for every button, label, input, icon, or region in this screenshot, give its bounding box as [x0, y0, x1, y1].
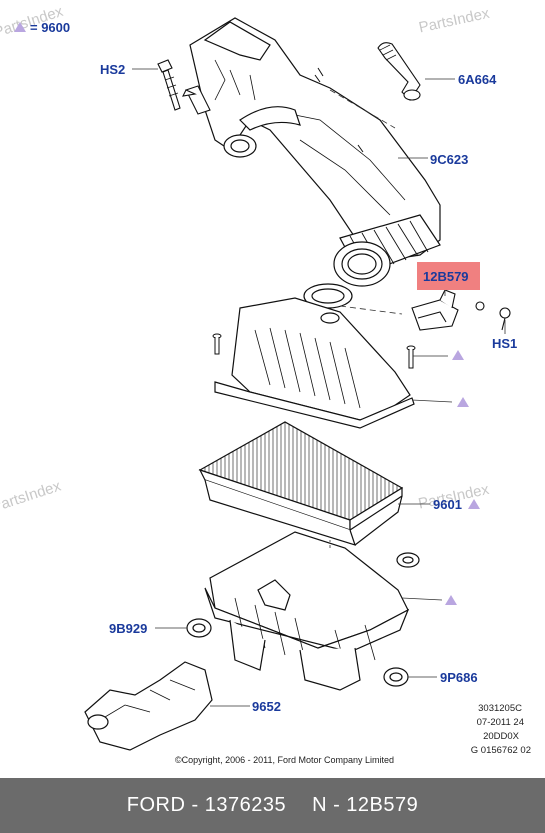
footer-bar: FORD - 1376235 N - 12B579	[0, 778, 545, 833]
air-duct-resonator	[189, 17, 441, 309]
watermark-mid-left: PartsIndex	[0, 477, 63, 515]
mass-airflow-sensor-12b579	[411, 289, 511, 331]
inlet-duct-9652	[84, 661, 213, 751]
part-label-9601[interactable]: 9601	[433, 497, 462, 512]
air-filter-element-9601	[198, 421, 404, 546]
triangle-marker-icon	[445, 595, 457, 605]
footer-ford-number: N - 12B579	[312, 794, 419, 816]
watermark-top-right: PartsIndex	[417, 5, 491, 37]
part-label-9b929[interactable]: 9B929	[109, 621, 147, 636]
air-cleaner-cover	[214, 297, 415, 429]
highlight-box-12b579	[417, 262, 480, 290]
footer-part-number: FORD - 1376235	[126, 794, 287, 816]
leader-lines	[132, 68, 506, 707]
ref-code: 07-2011 24	[477, 717, 524, 728]
part-label-hs2[interactable]: HS2	[100, 62, 125, 77]
ref-code: G 0156762 02	[471, 745, 531, 756]
copyright-text: ©Copyright, 2006 - 2011, Ford Motor Comp…	[175, 755, 394, 765]
triangle-marker-icon	[468, 499, 480, 509]
part-label-hs1[interactable]: HS1	[492, 336, 517, 351]
air-cleaner-lower-housing	[204, 531, 420, 691]
part-label-9c623[interactable]: 9C623	[430, 152, 468, 167]
triangle-marker-icon	[452, 350, 464, 360]
part-label-6a664[interactable]: 6A664	[458, 72, 497, 87]
bolt-hs2	[157, 59, 211, 115]
ref-code: 3031205C	[478, 703, 522, 714]
legend-triangle-icon	[14, 22, 26, 32]
breather-hose-6a664	[377, 42, 421, 101]
cover-screws	[212, 333, 416, 369]
part-label-12b579[interactable]: 12B579	[423, 269, 469, 284]
triangle-marker-icon	[457, 397, 469, 407]
ref-code: 20DD0X	[483, 731, 520, 742]
exploded-parts-diagram: PartsIndex PartsIndex PartsIndex PartsIn…	[0, 3, 531, 765]
part-label-9652[interactable]: 9652	[252, 699, 281, 714]
legend-text: = 9600	[30, 20, 70, 35]
part-label-9p686[interactable]: 9P686	[440, 670, 478, 685]
grommets	[186, 618, 409, 687]
